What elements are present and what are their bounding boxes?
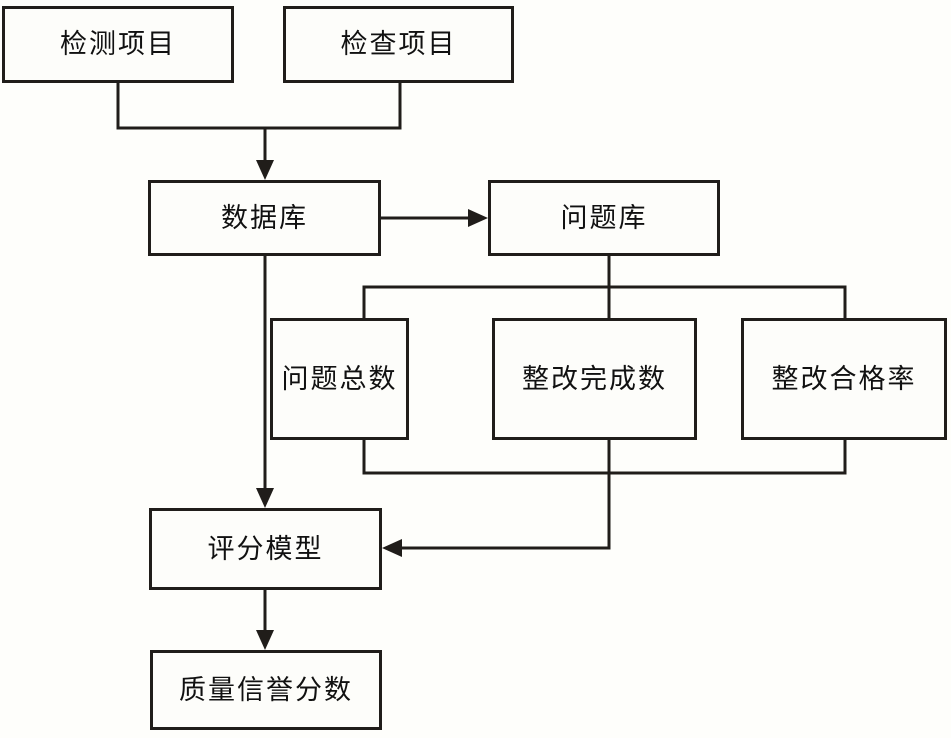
node-inspect-item-label: 检查项目 [340,29,457,59]
arrowhead-to-issue-repo [468,209,488,227]
node-database-label: 数据库 [221,202,308,233]
node-rectification-completed-label: 整改完成数 [522,363,667,394]
arrowhead-to-scoring-model-top [256,488,274,508]
node-scoring-model[interactable]: 评分模型 [149,508,382,590]
node-rectification-pass-rate[interactable]: 整改合格率 [741,318,947,440]
node-issue-total-label: 问题总数 [281,363,398,394]
arrowhead-to-credit-score [256,630,274,650]
arrowhead-to-database [256,160,274,180]
node-test-item[interactable]: 检测项目 [2,6,234,83]
node-database[interactable]: 数据库 [148,180,381,256]
node-credit-score[interactable]: 质量信誉分数 [150,650,382,730]
connector-join-to-scoring-model [392,473,611,550]
arrowhead-to-scoring-model-right [382,539,402,557]
node-scoring-model-label: 评分模型 [207,533,324,564]
node-rectification-completed[interactable]: 整改完成数 [492,318,697,440]
node-credit-score-label: 质量信誉分数 [179,674,353,705]
node-inspect-item[interactable]: 检查项目 [283,6,514,83]
node-issue-total[interactable]: 问题总数 [270,318,409,440]
node-rectification-pass-rate-label: 整改合格率 [771,363,917,394]
node-test-item-label: 检测项目 [60,29,176,59]
node-issue-repository-label: 问题库 [560,202,648,233]
node-issue-repository[interactable]: 问题库 [488,180,720,256]
